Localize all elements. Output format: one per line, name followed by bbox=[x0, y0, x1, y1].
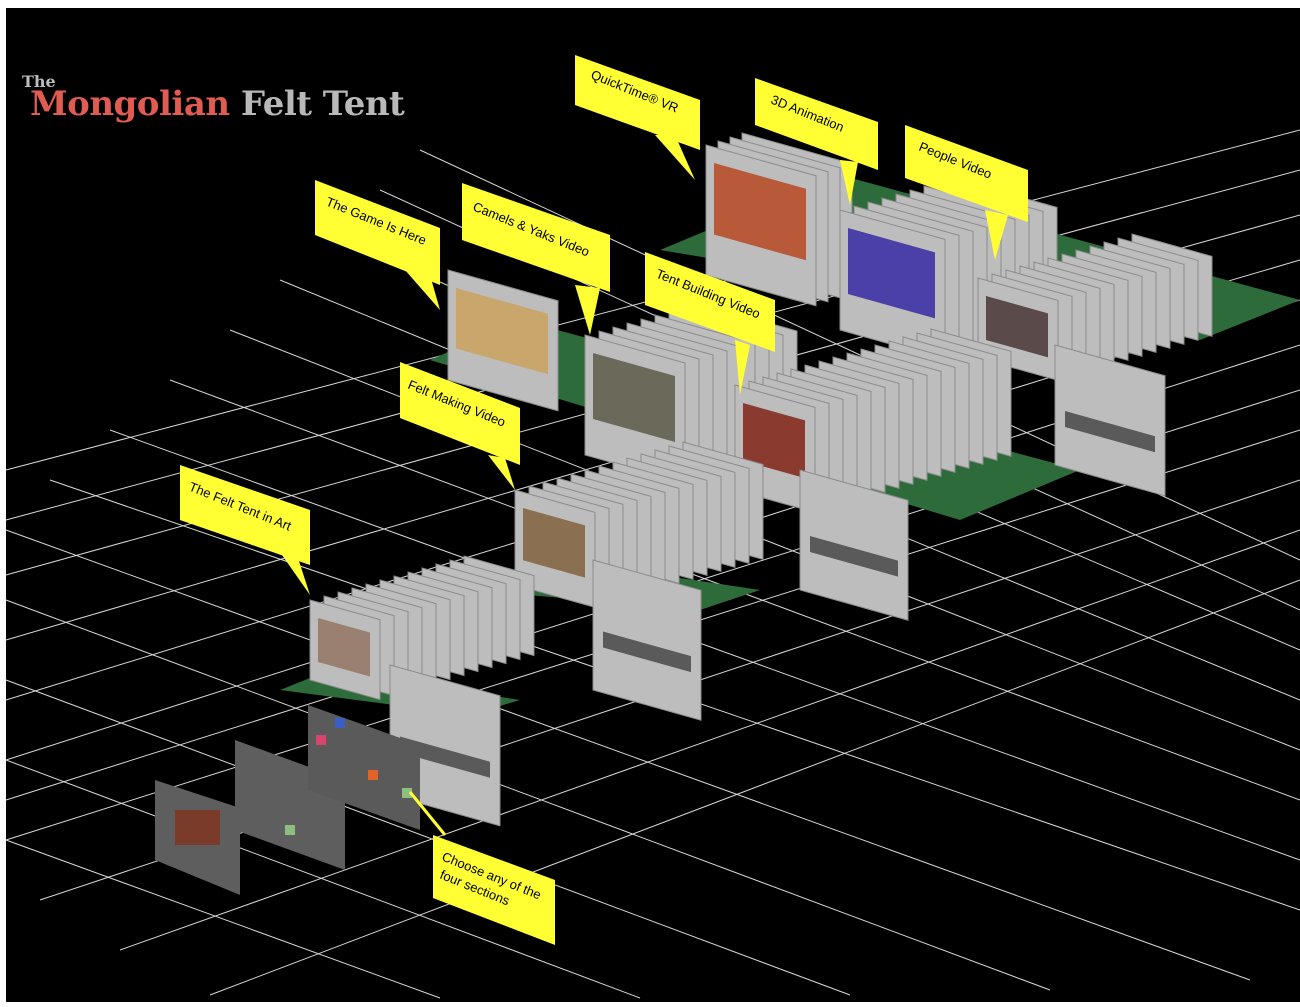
callout-tail bbox=[840, 160, 858, 205]
callout-tail bbox=[282, 555, 310, 595]
screen-thumbnail bbox=[593, 353, 675, 442]
callout-box bbox=[462, 183, 610, 292]
menu-badge-2 bbox=[316, 735, 326, 745]
menu-panel bbox=[592, 559, 702, 721]
menu-badge-4 bbox=[368, 770, 378, 780]
callout-tail bbox=[405, 270, 440, 310]
stack-art bbox=[309, 555, 535, 701]
menu-next-button bbox=[402, 788, 412, 798]
callout-felt-tent-art: The Felt Tent in Art bbox=[180, 465, 310, 595]
menu-panel-bar bbox=[603, 631, 691, 673]
menu-panel-bar bbox=[1065, 411, 1155, 453]
title-main: Mongolian Felt Tent bbox=[30, 84, 405, 124]
callout-tail bbox=[575, 285, 600, 335]
intro-screen-button bbox=[285, 825, 295, 835]
menu-panel bbox=[799, 469, 909, 621]
stack-people bbox=[977, 233, 1213, 382]
callout-box bbox=[315, 180, 440, 285]
title-rest: Felt Tent bbox=[240, 84, 405, 124]
callout-tail bbox=[655, 135, 695, 180]
callout-tail bbox=[985, 210, 1008, 260]
screen-thumbnail bbox=[523, 508, 585, 578]
choose-connector bbox=[408, 791, 447, 836]
screen-thumbnail bbox=[986, 296, 1048, 358]
callout-box bbox=[433, 835, 555, 945]
title-prefix: The bbox=[22, 72, 56, 91]
callout-box bbox=[755, 78, 878, 170]
screen-thumbnail bbox=[714, 163, 806, 261]
callout-felt-making: Felt Making Video bbox=[400, 362, 520, 490]
intro-screen-image bbox=[175, 810, 220, 845]
callout-box bbox=[645, 252, 775, 352]
callout-box bbox=[400, 362, 520, 465]
menu-panel-bar bbox=[400, 736, 490, 778]
stack-tentbuilding bbox=[734, 328, 1012, 514]
stack-quicktime bbox=[705, 132, 853, 307]
menu-panel-bar bbox=[810, 536, 898, 577]
menu-panel bbox=[1054, 344, 1166, 497]
screen-thumbnail bbox=[456, 288, 548, 375]
callout-box bbox=[575, 55, 700, 150]
stack-feltmaking bbox=[514, 441, 764, 609]
callout-game: The Game Is Here bbox=[315, 180, 440, 310]
screen-thumbnail bbox=[848, 228, 935, 319]
screen-stacks bbox=[309, 132, 1213, 827]
callout-tail bbox=[735, 340, 750, 395]
callout-box bbox=[905, 125, 1028, 222]
screen-thumbnail bbox=[318, 618, 370, 677]
screen-thumbnail bbox=[743, 403, 805, 479]
callout-box bbox=[180, 465, 310, 565]
stack-game bbox=[447, 269, 559, 412]
menu-badge-1 bbox=[335, 718, 345, 728]
title-highlight: Mongolian bbox=[30, 84, 230, 124]
menu-screen bbox=[308, 705, 420, 830]
callout-tail bbox=[488, 455, 515, 490]
intro-screens bbox=[155, 705, 420, 895]
